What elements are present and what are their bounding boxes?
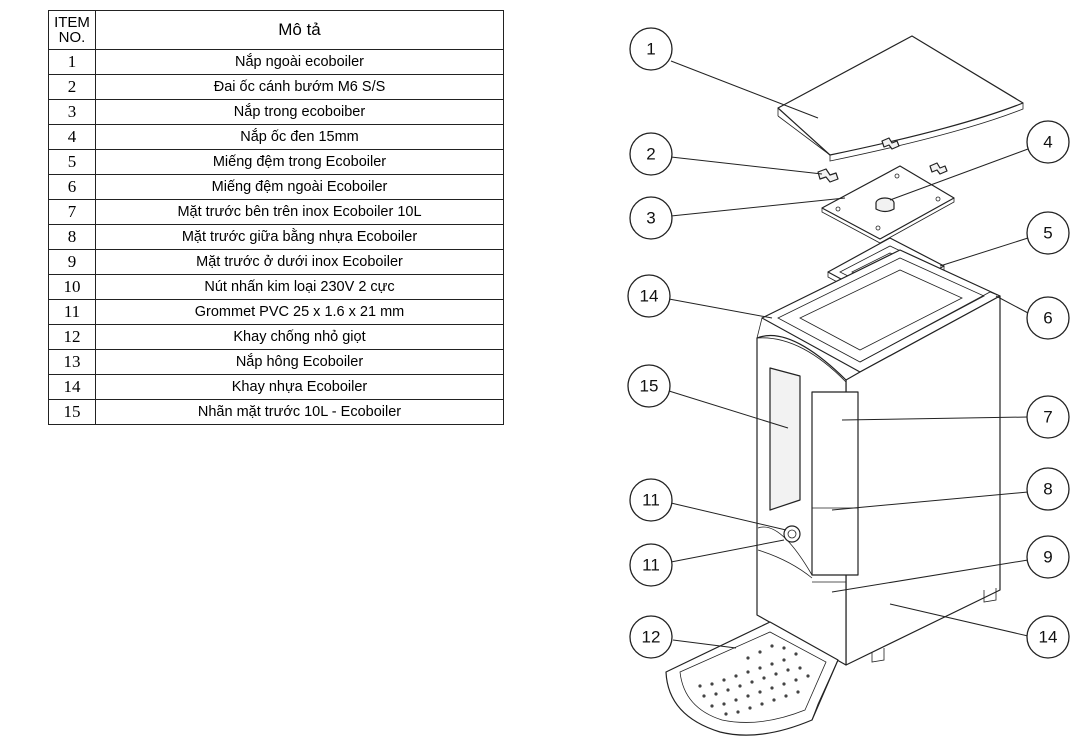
svg-text:14: 14 [1039, 628, 1058, 647]
item-description: Nhãn mặt trước 10L - Ecoboiler [95, 399, 504, 425]
item-number: 2 [48, 74, 96, 100]
svg-text:8: 8 [1043, 480, 1052, 499]
exploded-view-diagram: 1 2 3 4 5 6 7 8 9 11 11 12 14 14 15 [627, 27, 1070, 736]
callout-3: 3 [629, 196, 673, 240]
item-number: 10 [48, 274, 96, 300]
svg-text:15: 15 [640, 377, 659, 396]
item-number: 6 [48, 174, 96, 200]
item-number: 1 [48, 49, 96, 75]
callout-12: 12 [629, 615, 673, 659]
item-number: 11 [48, 299, 96, 325]
item-description: Khay chống nhỏ giọt [95, 324, 504, 350]
callout-1: 1 [629, 27, 673, 71]
callout-2: 2 [629, 132, 673, 176]
description-header: Mô tả [95, 10, 504, 50]
item-description: Nút nhấn kim loại 230V 2 cực [95, 274, 504, 300]
item-description: Miếng đệm trong Ecoboiler [95, 149, 504, 175]
callout-14-lower: 14 [1026, 615, 1070, 659]
item-description: Miếng đệm ngoài Ecoboiler [95, 174, 504, 200]
wing-nut-part [817, 137, 948, 183]
callout-14-upper: 14 [627, 274, 671, 318]
svg-text:11: 11 [642, 556, 660, 575]
item-description: Đai ốc cánh bướm M6 S/S [95, 74, 504, 100]
item-description: Mặt trước ở dưới inox Ecoboiler [95, 249, 504, 275]
item-number: 8 [48, 224, 96, 250]
callout-15: 15 [627, 364, 671, 408]
callout-9: 9 [1026, 535, 1070, 579]
svg-text:9: 9 [1043, 548, 1052, 567]
item-description: Nắp hông Ecoboiler [95, 349, 504, 375]
cap-nut-part [875, 197, 895, 213]
item-description: Khay nhựa Ecoboiler [95, 374, 504, 400]
svg-text:14: 14 [640, 287, 659, 306]
item-number: 13 [48, 349, 96, 375]
svg-text:3: 3 [646, 209, 655, 228]
item-number: 14 [48, 374, 96, 400]
svg-text:5: 5 [1043, 224, 1052, 243]
callout-11-lower: 11 [629, 543, 673, 587]
drip-tray-part [665, 621, 839, 736]
callout-6: 6 [1026, 296, 1070, 340]
svg-text:6: 6 [1043, 309, 1052, 328]
item-number: 3 [48, 99, 96, 125]
callout-11-upper: 11 [629, 478, 673, 522]
item-number: 9 [48, 249, 96, 275]
item-number: 7 [48, 199, 96, 225]
item-number: 4 [48, 124, 96, 150]
item-number: 5 [48, 149, 96, 175]
table-header-row: ITEM NO. Mô tả [48, 10, 504, 50]
svg-text:1: 1 [646, 40, 655, 59]
leader-lines [668, 60, 1029, 649]
callout-7: 7 [1026, 395, 1070, 439]
item-number: 15 [48, 399, 96, 425]
svg-text:2: 2 [646, 145, 655, 164]
item-description: Nắp ngoài ecoboiler [95, 49, 504, 75]
svg-text:12: 12 [642, 628, 661, 647]
item-no-header: ITEM NO. [48, 10, 96, 50]
svg-text:7: 7 [1043, 408, 1052, 427]
callout-5: 5 [1026, 211, 1070, 255]
svg-text:11: 11 [642, 491, 660, 510]
callout-8: 8 [1026, 467, 1070, 511]
callout-4: 4 [1026, 120, 1070, 164]
outer-lid-part [777, 35, 1024, 162]
item-number: 12 [48, 324, 96, 350]
svg-text:4: 4 [1043, 133, 1052, 152]
item-description: Nắp ốc đen 15mm [95, 124, 504, 150]
item-description: Mặt trước giữa bằng nhựa Ecoboiler [95, 224, 504, 250]
boiler-body [756, 249, 1001, 666]
item-description: Nắp trong ecoboiber [95, 99, 504, 125]
item-description: Mặt trước bên trên inox Ecoboiler 10L [95, 199, 504, 225]
item-description: Grommet PVC 25 x 1.6 x 21 mm [95, 299, 504, 325]
